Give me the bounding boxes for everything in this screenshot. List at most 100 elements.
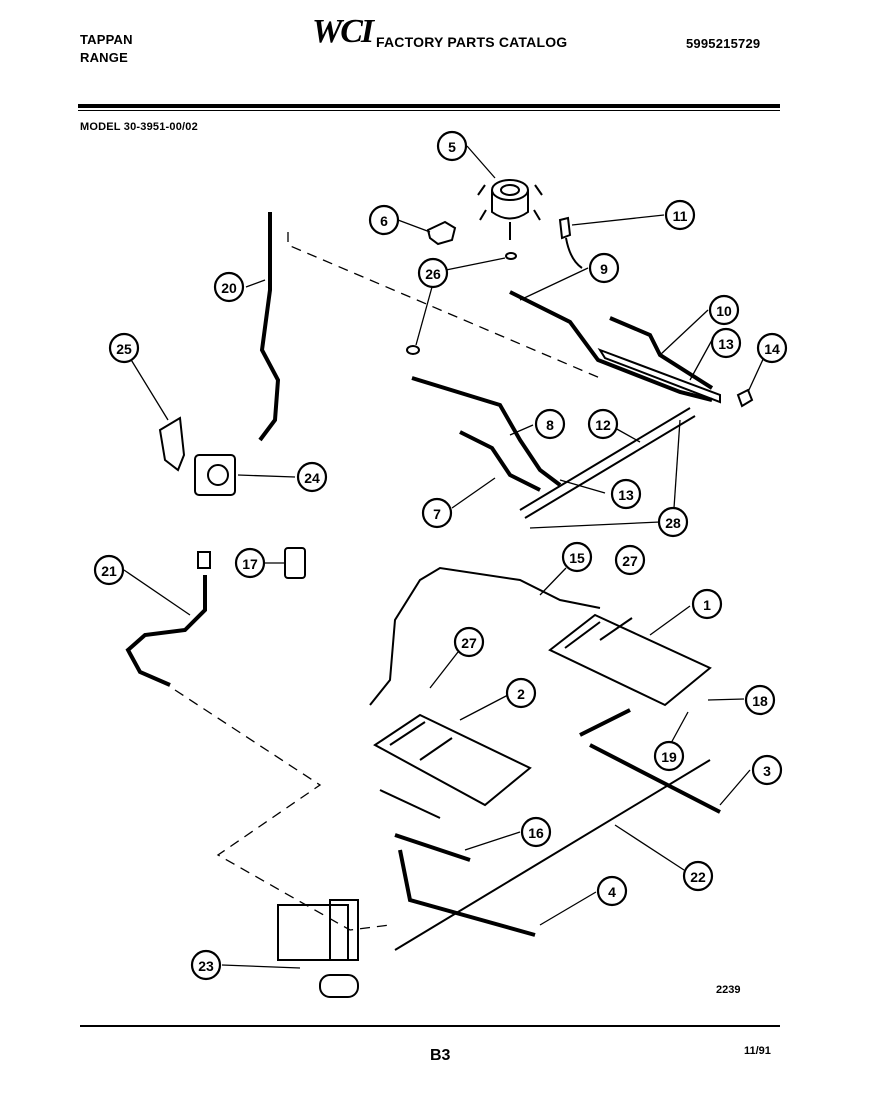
product-name: RANGE <box>80 50 128 65</box>
gas-line-part <box>125 575 207 687</box>
callout-11: 11 <box>664 199 696 231</box>
callout-label: 3 <box>763 763 771 779</box>
callout-label: 2 <box>517 686 525 702</box>
callout-24: 24 <box>296 461 328 493</box>
burner-tube-part <box>394 833 471 862</box>
clip-part <box>736 388 754 408</box>
callout-17: 17 <box>234 547 266 579</box>
callout-label: 10 <box>716 303 732 319</box>
callout-label: 28 <box>665 515 681 531</box>
burner-tube-part <box>509 290 713 402</box>
callout-19: 19 <box>653 740 685 772</box>
callout-label: 7 <box>433 506 441 522</box>
callout-group: 5 6 11 20 26 9 10 13 14 25 8 12 24 13 7 28 21 17 15 27 1 27 2 1… <box>93 130 788 981</box>
callout-label: 16 <box>528 825 544 841</box>
callout-10: 10 <box>708 294 740 326</box>
feed-tube-part <box>394 759 711 951</box>
callout-25: 25 <box>108 332 140 364</box>
callout-22: 22 <box>682 860 714 892</box>
burner-head-part <box>477 179 543 240</box>
regulator-part <box>194 454 236 496</box>
callout-21: 21 <box>93 554 125 586</box>
catalog-title: FACTORY PARTS CATALOG <box>376 34 568 50</box>
burner-tube-part <box>459 430 541 492</box>
burner-tube-part <box>398 849 536 937</box>
callout-label: 20 <box>221 280 237 296</box>
burner-cover-part <box>548 613 712 707</box>
bracket-part <box>426 220 457 246</box>
drawing-number: 2239 <box>716 984 741 996</box>
callout-label: 11 <box>673 208 688 224</box>
header-rule <box>78 104 780 108</box>
callout-5: 5 <box>436 130 468 162</box>
mount-bracket-part <box>158 416 186 472</box>
gas-line-part <box>258 212 281 442</box>
burner-tube-part <box>411 376 562 487</box>
callout-2: 2 <box>505 677 537 709</box>
callout-label: 9 <box>600 261 608 277</box>
callout-27: 27 <box>453 626 485 658</box>
callout-16: 16 <box>520 816 552 848</box>
callout-14: 14 <box>756 332 788 364</box>
burner-cover-part <box>373 713 532 807</box>
callout-label: 13 <box>618 487 634 503</box>
connector-part <box>284 547 306 579</box>
callout-label: 6 <box>380 213 388 229</box>
callout-27: 27 <box>614 544 646 576</box>
igniter-part <box>558 216 583 269</box>
catalog-number: 5995215729 <box>686 36 761 51</box>
model-number: MODEL 30-3951-00/02 <box>80 121 198 133</box>
callout-13: 13 <box>610 478 642 510</box>
header-rule-thin <box>78 110 780 111</box>
footer-rule <box>80 1025 780 1027</box>
callout-label: 17 <box>242 556 258 572</box>
dashed-connection-top <box>287 232 601 379</box>
callout-label: 13 <box>718 336 734 352</box>
catalog-date: 11/91 <box>744 1045 771 1057</box>
callout-label: 12 <box>595 417 611 433</box>
callout-label: 26 <box>425 266 441 282</box>
callout-15: 15 <box>561 541 593 573</box>
callout-6: 6 <box>368 204 400 236</box>
callout-label: 5 <box>448 139 456 155</box>
callout-20: 20 <box>213 271 245 303</box>
callout-label: 27 <box>622 553 638 569</box>
callout-label: 18 <box>752 693 768 709</box>
manifold-part <box>519 407 696 519</box>
callout-label: 15 <box>569 550 585 566</box>
washer-part <box>505 252 517 260</box>
callout-13: 13 <box>710 327 742 359</box>
igniter-wire-part <box>369 566 601 706</box>
callout-label: 23 <box>198 958 214 974</box>
callout-4: 4 <box>596 875 628 907</box>
callout-9: 9 <box>588 252 620 284</box>
callout-label: 4 <box>608 884 616 900</box>
callout-label: 24 <box>304 470 320 486</box>
page-number: B3 <box>430 1047 451 1064</box>
callout-12: 12 <box>587 408 619 440</box>
callout-28: 28 <box>657 506 689 538</box>
burner-tube-part <box>579 708 721 814</box>
burner-tube-part <box>609 316 714 390</box>
callout-label: 8 <box>546 417 554 433</box>
callout-7: 7 <box>421 497 453 529</box>
callout-label: 1 <box>703 597 711 613</box>
valve-bracket-part <box>597 348 721 404</box>
leader-lines <box>123 145 766 969</box>
washer-part <box>406 345 420 355</box>
callout-8: 8 <box>534 408 566 440</box>
brand-name: TAPPAN <box>80 32 133 47</box>
callout-label: 22 <box>690 869 706 885</box>
callout-label: 14 <box>764 341 780 357</box>
callout-26: 26 <box>417 257 449 289</box>
callout-18: 18 <box>744 684 776 716</box>
callout-3: 3 <box>751 754 783 786</box>
callout-label: 21 <box>101 563 117 579</box>
callout-label: 25 <box>116 341 132 357</box>
callout-label: 19 <box>661 749 677 765</box>
dashed-connection-bottom <box>174 689 391 931</box>
valve-part <box>277 899 359 998</box>
callout-23: 23 <box>190 949 222 981</box>
callout-label: 27 <box>461 635 477 651</box>
